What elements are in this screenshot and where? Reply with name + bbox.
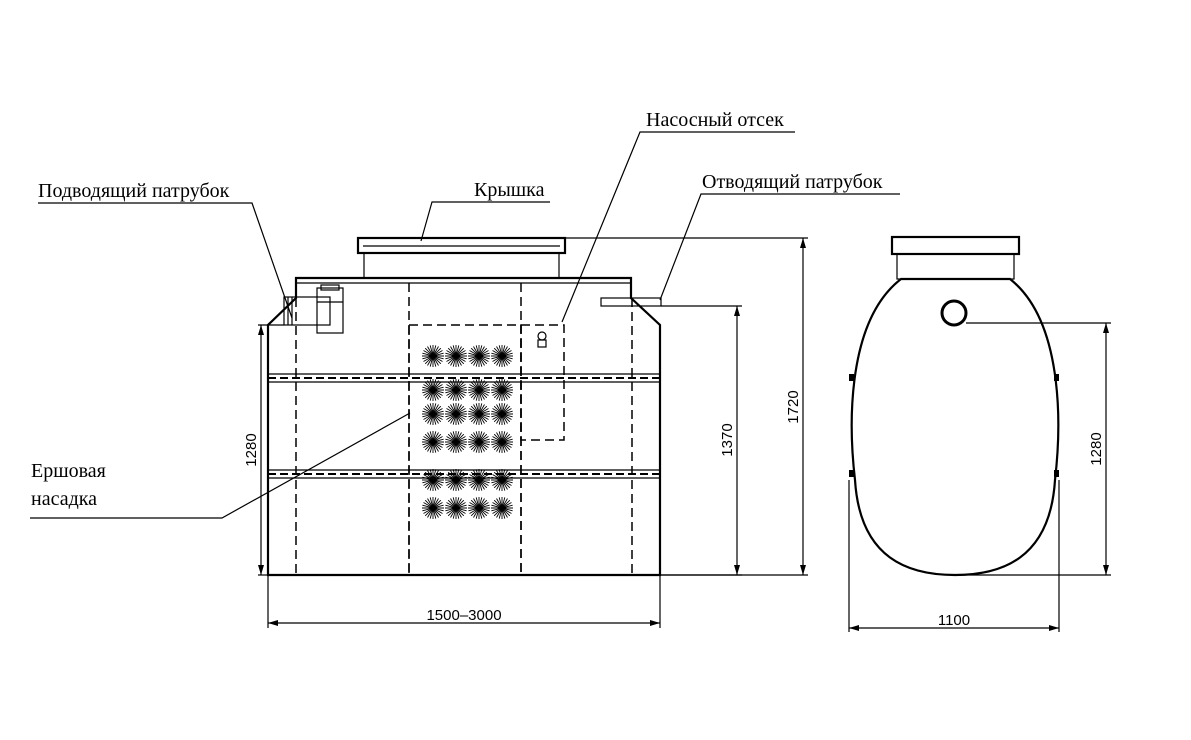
brush-element: [445, 497, 467, 519]
outlet-pipe-shape: [600, 297, 662, 307]
brush-element: [491, 403, 513, 425]
brush-element: [445, 403, 467, 425]
brush-element: [491, 379, 513, 401]
brush-packing-frame: [408, 324, 522, 576]
label-inlet-pipe: Подводящий патрубок: [38, 180, 230, 202]
brush-element: [422, 469, 444, 491]
label-brush-packing-line2: насадка: [31, 488, 97, 510]
dimension-arrows: [258, 238, 1109, 631]
tank-body: [266, 276, 662, 577]
leader-lines: [30, 131, 900, 519]
label-pump-compartment: Насосный отсек: [646, 109, 784, 131]
lid-shape: [356, 236, 567, 279]
brush-packing: [422, 345, 513, 519]
side-view: [849, 235, 1060, 577]
side-lugs: [849, 374, 1059, 477]
brush-element: [422, 497, 444, 519]
dim-total-height: 1720: [785, 390, 802, 423]
dim-inner-height: 1370: [719, 423, 736, 456]
brush-element: [468, 497, 490, 519]
brush-element: [468, 403, 490, 425]
brush-element: [468, 379, 490, 401]
brush-element: [491, 345, 513, 367]
internal-walls: [295, 283, 633, 575]
brush-element: [445, 469, 467, 491]
dim-length: 1500–3000: [426, 607, 501, 624]
brush-element: [468, 431, 490, 453]
brush-element: [422, 431, 444, 453]
label-outlet-pipe: Отводящий патрубок: [702, 171, 883, 193]
brush-element: [422, 345, 444, 367]
brush-element: [422, 379, 444, 401]
label-brush-packing-line1: Ершовая: [31, 460, 106, 482]
dim-side-height: 1280: [1088, 432, 1105, 465]
brush-element: [445, 345, 467, 367]
brush-element: [445, 379, 467, 401]
brush-element: [445, 431, 467, 453]
outlet-pipe-side: [940, 299, 968, 327]
dim-side-width: 1100: [938, 612, 970, 629]
brush-element: [468, 469, 490, 491]
brush-element: [468, 345, 490, 367]
dim-left-height: 1280: [243, 433, 260, 466]
front-view: [266, 236, 662, 577]
pump-compartment-shape: [520, 324, 565, 441]
brush-element: [422, 403, 444, 425]
label-lid: Крышка: [474, 179, 545, 201]
brush-element: [491, 497, 513, 519]
brush-element: [491, 431, 513, 453]
dimension-lines: [258, 237, 1111, 632]
brush-element: [491, 469, 513, 491]
inlet-pipe-shape: [283, 284, 344, 334]
